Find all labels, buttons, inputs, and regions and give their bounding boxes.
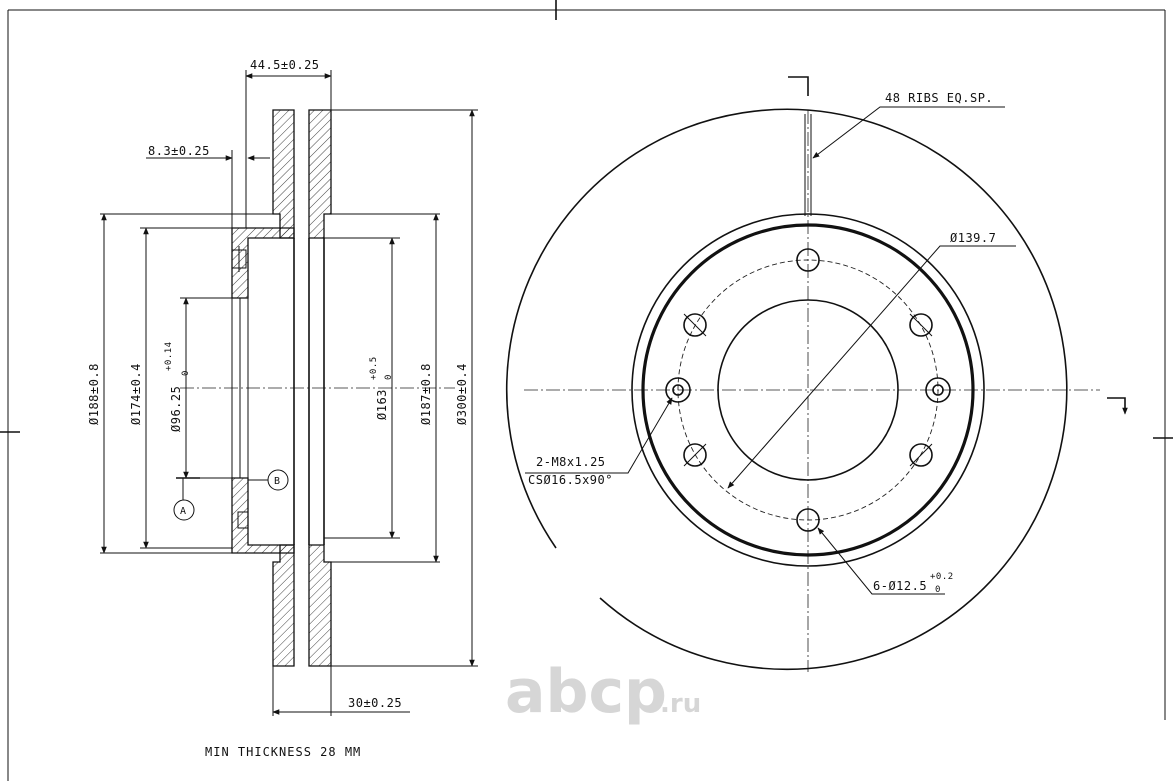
dim-d96-tol-upper: +0.14 xyxy=(164,341,174,371)
bolt-hole xyxy=(683,443,707,467)
lower-left-plate xyxy=(272,544,295,667)
lower-hub-flange xyxy=(231,477,295,554)
dim-d187: Ø187±0.8 xyxy=(419,363,433,425)
threaded-hole xyxy=(665,377,691,403)
ribs-note: 48 RIBS EQ.SP. xyxy=(885,91,993,105)
holes-note: 6-Ø12.5 xyxy=(873,579,927,593)
thread-note-1: 2-M8x1.25 xyxy=(536,455,606,469)
abcp-watermark: abcp .ru xyxy=(505,657,701,727)
bolt-hole xyxy=(796,508,820,532)
dim-disc-thickness: 30±0.25 xyxy=(348,696,402,710)
dim-d300: Ø300±0.4 xyxy=(455,363,469,425)
center-bore xyxy=(717,299,899,481)
threaded-hole-inner xyxy=(932,384,944,396)
upper-right-plate xyxy=(308,109,332,239)
datum-b-label: B xyxy=(274,476,281,487)
threaded-hole xyxy=(925,377,951,403)
watermark-domain: .ru xyxy=(660,689,701,719)
bolt-hole xyxy=(909,313,933,337)
threaded-hole-inner xyxy=(672,384,684,396)
hat-outer-circle xyxy=(631,213,985,567)
holes-tol-upper: +0.2 xyxy=(930,572,954,582)
thread-note-2: CSØ16.5x90° xyxy=(528,473,613,487)
holes-tol-lower: 0 xyxy=(935,585,941,595)
dim-d96-tol-lower: 0 xyxy=(181,370,191,376)
side-section-view xyxy=(100,70,478,716)
min-thickness-note: MIN THICKNESS 28 MM xyxy=(205,745,361,759)
dim-overall-width: 44.5±0.25 xyxy=(250,58,320,72)
dim-d163: Ø163 xyxy=(375,389,389,420)
dim-flange-thickness: 8.3±0.25 xyxy=(148,144,210,158)
bolt-hole xyxy=(796,248,820,272)
datum-a-circle xyxy=(173,499,195,521)
datum-a-label: A xyxy=(180,506,187,517)
dim-d188: Ø188±0.8 xyxy=(87,363,101,425)
watermark-brand: abcp xyxy=(505,657,667,727)
pcd-circle xyxy=(677,259,939,521)
lower-right-plate xyxy=(308,544,332,667)
front-view xyxy=(505,76,1128,672)
outer-rim xyxy=(505,108,1068,671)
bolt-hole xyxy=(909,443,933,467)
pcd-label: Ø139.7 xyxy=(950,231,996,245)
dim-d163-tol-upper: +0.5 xyxy=(369,356,379,380)
upper-left-plate xyxy=(272,109,295,239)
dim-d96: Ø96.25 xyxy=(169,386,183,432)
hat-step-circle xyxy=(641,223,975,557)
datum-b-circle xyxy=(267,469,289,491)
dim-d174: Ø174±0.4 xyxy=(129,363,143,425)
dim-d163-tol-lower: 0 xyxy=(384,374,394,380)
upper-hub-flange xyxy=(231,227,295,299)
bolt-hole xyxy=(683,313,707,337)
